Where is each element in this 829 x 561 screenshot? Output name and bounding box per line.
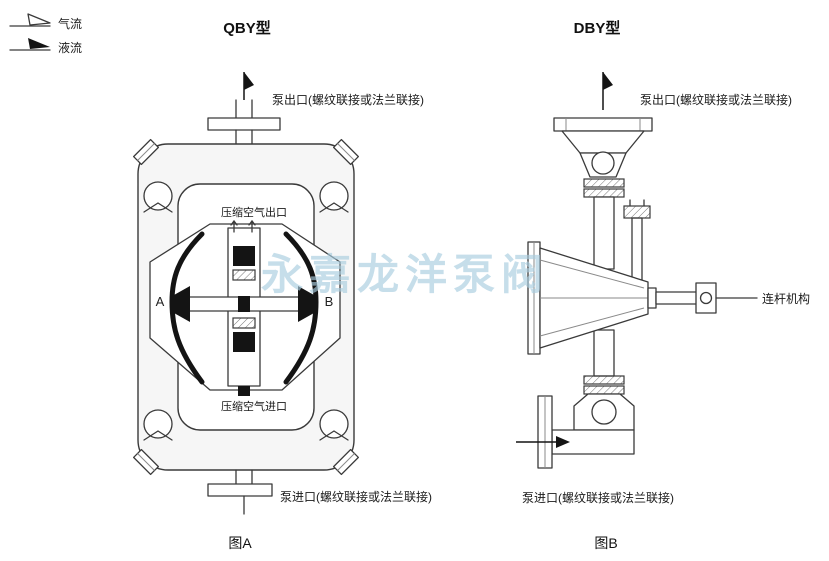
qby-corner-lug (332, 448, 360, 476)
air-flow-arrow-icon (27, 13, 51, 26)
qby-inlet-flange (207, 483, 273, 497)
housing-inner-line (539, 259, 645, 289)
dby-caption: 图B (594, 535, 617, 551)
dby-flange-skirt (561, 130, 645, 154)
qby-ball-valve-top-left (143, 181, 173, 211)
dby-neck-bottom (593, 329, 615, 377)
dby-connecting-rod (655, 291, 699, 305)
qby-diaphragm-clamp-left (174, 286, 190, 322)
liquid-flow-arrow-icon (28, 38, 50, 49)
qby-outlet-arrowhead-icon (244, 72, 254, 90)
legend-liquid-label: 液流 (58, 40, 82, 55)
qby-valve-seat (143, 430, 173, 441)
qby-ball-valve-bottom-left (143, 409, 173, 439)
dby-fitting-stem (631, 217, 643, 281)
qby-spool-block (233, 332, 255, 352)
dby-flange-pair-top (583, 188, 625, 198)
qby-air-inlet-fitting (238, 386, 250, 396)
qby-diaphragm-right (283, 231, 319, 385)
qby-spool-seal (232, 269, 256, 281)
dby-outlet-arrowhead-icon (603, 72, 613, 90)
qby-corner-lug (132, 448, 160, 476)
qby-corner-lug (132, 138, 160, 166)
dby-flange-pair-top (583, 178, 625, 188)
dby-ball-valve-top (591, 151, 615, 175)
qby-diaphragm-left (169, 231, 205, 385)
dby-rod-pin (699, 291, 713, 305)
qby-inlet-label: 泵进口(螺纹联接或法兰联接) (280, 489, 432, 504)
dby-flange-pair-bottom (583, 385, 625, 395)
qby-outlet-label: 泵出口(螺纹联接或法兰联接) (272, 92, 424, 107)
qby-title: QBY型 (223, 19, 271, 37)
qby-chamber-b-label: B (325, 294, 334, 309)
dby-inlet-label: 泵进口(螺纹联接或法兰联接) (522, 490, 674, 505)
qby-chamber-a-label: A (156, 294, 165, 309)
qby-caption: 图A (228, 535, 252, 551)
qby-valve-seat (319, 202, 349, 213)
dby-linkage-label: 连杆机构 (762, 291, 810, 306)
qby-air-outlet-label: 压缩空气出口 (221, 205, 287, 219)
dby-flange-pair-bottom (583, 375, 625, 385)
dby-neck-top (593, 196, 615, 270)
watermark-text: 永嘉龙洋泵阀 (261, 251, 549, 298)
dby-outlet-label: 泵出口(螺纹联接或法兰联接) (640, 92, 792, 107)
qby-spool-block (233, 246, 255, 266)
qby-diagram: 泵出口(螺纹联接或法兰联接) (132, 72, 432, 551)
legend: 气流 液流 (9, 13, 82, 55)
qby-diaphragm-clamp-right (298, 286, 314, 322)
dby-title: DBY型 (574, 19, 621, 37)
dby-rod-collar (647, 287, 657, 309)
qby-ball-valve-top-right (319, 181, 349, 211)
housing-inner-line (539, 307, 645, 337)
qby-valve-seat (319, 430, 349, 441)
dby-outlet-flange (553, 117, 653, 132)
dby-top-fitting (623, 205, 651, 219)
qby-outlet-flange (207, 117, 281, 131)
dby-inlet-arrowhead-icon (556, 436, 570, 448)
qby-shaft-hub (238, 296, 250, 312)
air-out-arrow-icon (248, 219, 256, 233)
legend-air-label: 气流 (58, 16, 82, 31)
qby-valve-seat (143, 202, 173, 213)
qby-spool-seal (232, 317, 256, 329)
qby-ball-valve-bottom-right (319, 409, 349, 439)
air-out-arrow-icon (230, 219, 238, 233)
dby-diagram: 泵出口(螺纹联接或法兰联接) 连杆机构 (516, 72, 810, 551)
qby-corner-lug (332, 138, 360, 166)
qby-air-inlet-label: 压缩空气进口 (221, 399, 287, 413)
dby-ball-valve-bottom (591, 399, 617, 425)
